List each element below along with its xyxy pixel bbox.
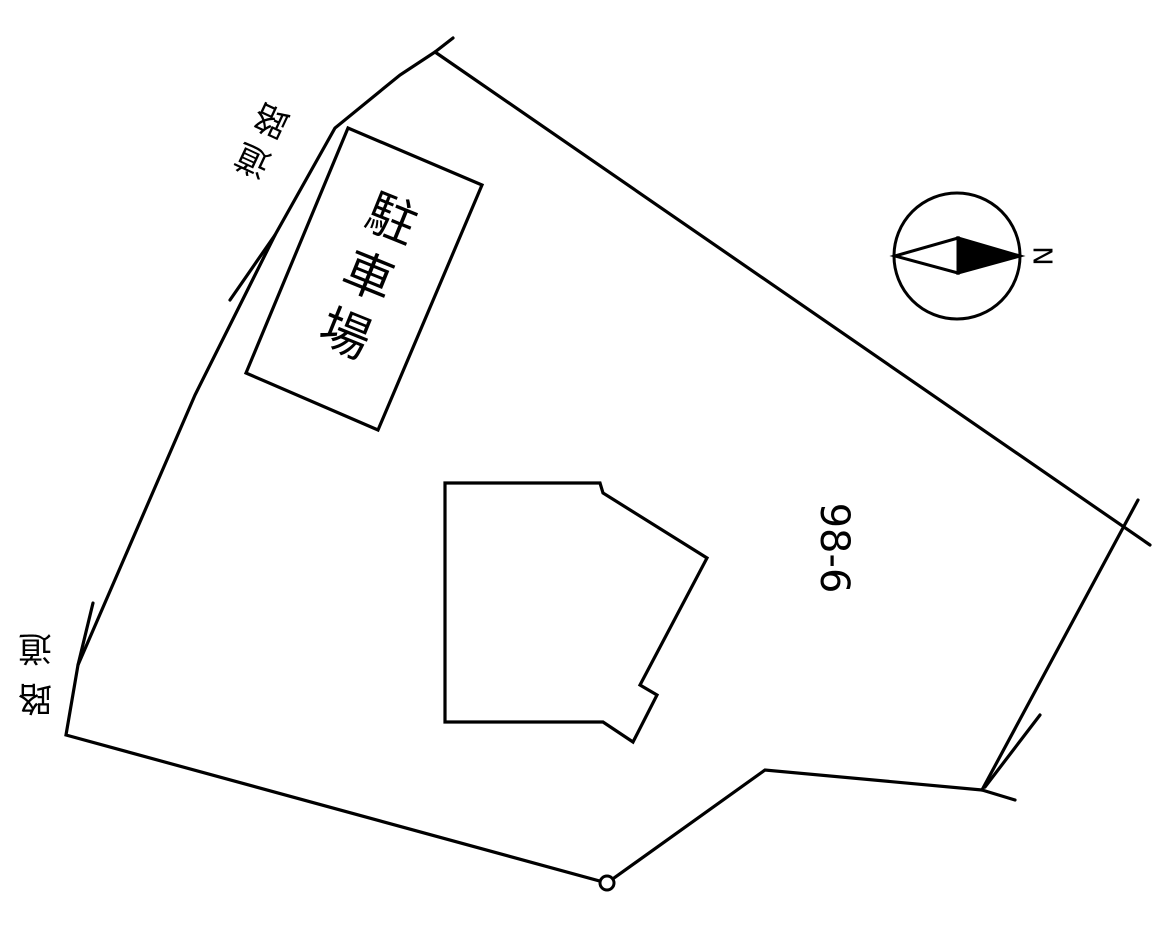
boundary-west-south-edges xyxy=(64,50,984,885)
boundary-north-edge xyxy=(433,50,1152,547)
road-label-top: 道 路 xyxy=(229,94,295,184)
road-label-left: 道 路 xyxy=(18,628,52,718)
boundary-tick xyxy=(980,788,1017,802)
road-left-char-1: 道 xyxy=(18,628,52,668)
road-line-top xyxy=(228,233,277,302)
road-left-char-2: 路 xyxy=(18,678,52,718)
north-label: N xyxy=(1027,246,1057,265)
road-line-right xyxy=(983,713,1042,789)
road-lines xyxy=(76,233,1042,789)
property-boundary xyxy=(64,36,1152,885)
compass-tail-icon xyxy=(889,236,960,275)
parking-label: 駐 車 場 xyxy=(311,183,426,370)
parking-char-3: 場 xyxy=(311,298,379,371)
boundary-east-edge xyxy=(980,498,1140,792)
north-arrow-icon xyxy=(956,236,1026,275)
boundary-tick xyxy=(433,36,455,54)
north-arrow-compass: N xyxy=(889,191,1057,321)
survey-point-marker xyxy=(598,874,616,892)
building-footprint xyxy=(443,481,710,745)
lot-number-label: 98-6 xyxy=(811,503,857,594)
parking-area xyxy=(243,125,485,433)
road-top-char-2: 路 xyxy=(248,94,296,145)
road-line-left xyxy=(76,601,95,667)
